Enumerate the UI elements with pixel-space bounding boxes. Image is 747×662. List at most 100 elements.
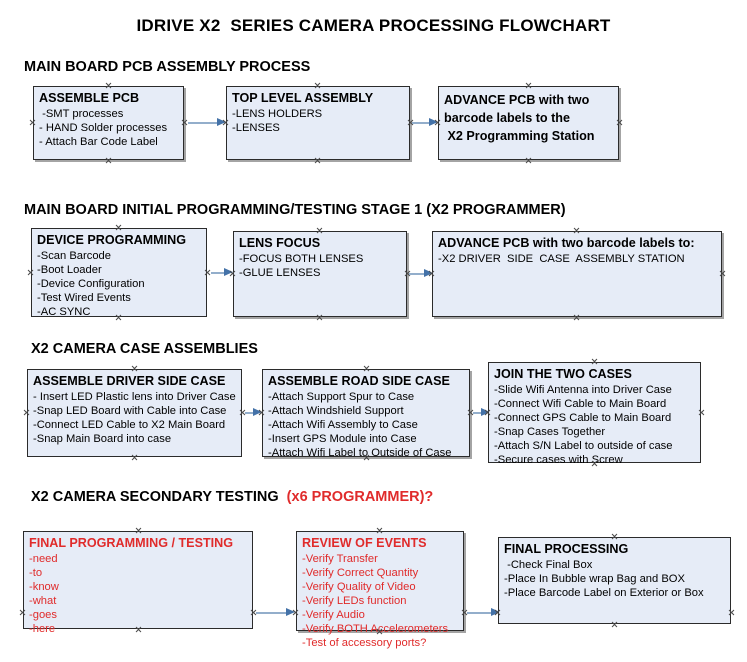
- node-line: -Attach Windshield Support: [268, 405, 404, 417]
- arrow-shaft: [467, 612, 492, 614]
- node-lens-focus[interactable]: LENS FOCUS -FOCUS BOTH LENSES -GLUE LENS…: [233, 231, 407, 317]
- node-line: -Place In Bubble wrap Bag and BOX: [504, 573, 685, 585]
- node-assemble-road-side-case[interactable]: ASSEMBLE ROAD SIDE CASE -Attach Support …: [262, 369, 470, 459]
- node-line: -Verify Transfer: [302, 553, 378, 565]
- node-line: -Snap Main Board into case: [33, 433, 172, 445]
- node-line: -LENSES: [232, 122, 280, 134]
- section-heading-accent: (x6 PROGRAMMER)?: [286, 489, 434, 505]
- node-line: -to: [29, 567, 43, 579]
- node-title: TOP LEVEL ASSEMBLY: [232, 91, 374, 105]
- node-final-processing[interactable]: FINAL PROCESSING -Check Final Box -Place…: [498, 537, 731, 624]
- node-title: ASSEMBLE DRIVER SIDE CASE: [33, 374, 226, 388]
- arrow-head: [429, 118, 438, 126]
- node-line: - Insert LED Plastic lens into Driver Ca…: [33, 391, 236, 403]
- node-advance-pcb-driver-side-station[interactable]: ADVANCE PCB with two barcode labels to: …: [432, 231, 722, 317]
- node-final-programming-testing[interactable]: FINAL PROGRAMMING / TESTING -need -to -k…: [23, 531, 253, 635]
- node-line: barcode labels to the: [444, 111, 570, 125]
- node-line: X2 Programming Station: [444, 129, 595, 143]
- node-line: -Attach Support Spur to Case: [268, 391, 415, 403]
- node-line: -FOCUS BOTH LENSES: [239, 253, 364, 265]
- arrow-head: [286, 608, 295, 616]
- arrow-head: [253, 408, 262, 416]
- node-line: -Connect Wifi Cable to Main Board: [494, 398, 667, 410]
- node-line: -Check Final Box: [504, 559, 593, 571]
- arrow-device-programming-to-lens-focus: [211, 268, 233, 277]
- section-heading-text: X2 CAMERA SECONDARY TESTING: [31, 489, 287, 505]
- section-heading-secondary-testing: X2 CAMERA SECONDARY TESTING (x6 PROGRAMM…: [31, 489, 433, 505]
- node-review-of-events[interactable]: REVIEW OF EVENTS -Verify Transfer -Verif…: [296, 531, 464, 649]
- node-line: -Device Configuration: [37, 278, 145, 290]
- node-line: -know: [29, 581, 59, 593]
- node-line: -here: [29, 623, 56, 635]
- node-line: -what: [29, 595, 57, 607]
- arrow-head: [217, 118, 226, 126]
- node-line: -Connect GPS Cable to Main Board: [494, 412, 672, 424]
- node-title: LENS FOCUS: [239, 236, 321, 250]
- node-line: -Place Barcode Label on Exterior or Box: [504, 587, 704, 599]
- page-title: IDRIVE X2 SERIES CAMERA PROCESSING FLOWC…: [136, 16, 611, 35]
- node-line: -Verify Audio: [302, 609, 365, 621]
- arrow-shaft: [188, 122, 218, 124]
- section-heading-main-board-pcb: MAIN BOARD PCB ASSEMBLY PROCESS: [24, 59, 311, 75]
- arrow-driver-case-to-road-case: [245, 408, 262, 417]
- node-title: ASSEMBLE ROAD SIDE CASE: [268, 374, 450, 388]
- node-join-the-two-cases[interactable]: JOIN THE TWO CASES -Slide Wifi Antenna i…: [488, 362, 701, 466]
- arrow-head: [424, 269, 433, 277]
- arrow-final-programming-to-review: [256, 608, 295, 617]
- arrow-road-case-to-join-cases: [473, 408, 490, 417]
- arrow-shaft: [473, 412, 482, 414]
- node-line: -GLUE LENSES: [239, 267, 321, 279]
- node-line: -Secure cases with Screw: [494, 454, 623, 466]
- node-assemble-pcb[interactable]: ASSEMBLE PCB -SMT processes - HAND Solde…: [33, 86, 184, 160]
- node-line: -Verify BOTH Accelerometers: [302, 623, 449, 635]
- node-title: ASSEMBLE PCB: [39, 91, 140, 105]
- node-line: -Verify Quality of Video: [302, 581, 416, 593]
- node-line: -need: [29, 553, 58, 565]
- node-line: -Attach Wifi Label to Outside of Case: [268, 447, 452, 459]
- node-line: - HAND Solder processes: [39, 122, 168, 134]
- node-line: ADVANCE PCB with two: [444, 93, 590, 107]
- arrow-head: [491, 608, 500, 616]
- section-heading-initial-programming: MAIN BOARD INITIAL PROGRAMMING/TESTING S…: [24, 202, 566, 218]
- node-advance-pcb-programming-station[interactable]: ADVANCE PCB with two barcode labels to t…: [438, 86, 619, 160]
- node-line: -Snap LED Board with Cable into Case: [33, 405, 227, 417]
- node-line: -LENS HOLDERS: [232, 108, 323, 120]
- node-title: DEVICE PROGRAMMING: [37, 233, 187, 247]
- arrow-head: [224, 268, 233, 276]
- arrow-shaft: [412, 122, 430, 124]
- arrow-shaft: [211, 272, 225, 274]
- node-line: -Boot Loader: [37, 264, 102, 276]
- node-line: -Connect LED Cable to X2 Main Board: [33, 419, 226, 431]
- arrow-review-to-final-processing: [467, 608, 500, 617]
- arrow-shaft: [256, 612, 287, 614]
- node-line: -Scan Barcode: [37, 250, 112, 262]
- node-line: -Verify Correct Quantity: [302, 567, 419, 579]
- node-line: -Test Wired Events: [37, 292, 131, 304]
- node-device-programming[interactable]: DEVICE PROGRAMMING -Scan Barcode -Boot L…: [31, 228, 207, 318]
- node-line: -Attach S/N Label to outside of case: [494, 440, 673, 452]
- node-line: -SMT processes: [39, 108, 124, 120]
- node-line: -Attach Wifi Assembly to Case: [268, 419, 418, 431]
- node-overflow-line: -Test of accessory ports?: [302, 637, 427, 649]
- node-top-level-assembly[interactable]: TOP LEVEL ASSEMBLY -LENS HOLDERS -LENSES: [226, 86, 410, 160]
- node-line: -AC SYNC: [37, 306, 91, 318]
- node-title: FINAL PROGRAMMING / TESTING: [29, 536, 234, 550]
- node-line: -X2 DRIVER SIDE CASE ASSEMBLY STATION: [438, 253, 685, 265]
- node-line: - Attach Bar Code Label: [39, 136, 158, 148]
- node-title: JOIN THE TWO CASES: [494, 367, 632, 381]
- node-title: FINAL PROCESSING: [504, 542, 629, 556]
- arrow-assemble-pcb-to-top-level: [188, 118, 226, 127]
- node-line: -Insert GPS Module into Case: [268, 433, 417, 445]
- arrow-shaft: [409, 273, 425, 275]
- arrow-top-level-to-advance-pcb: [412, 118, 438, 127]
- node-title: ADVANCE PCB with two barcode labels to:: [438, 236, 695, 250]
- arrow-head: [481, 408, 490, 416]
- arrow-shaft: [245, 412, 254, 414]
- node-line: -goes: [29, 609, 57, 621]
- node-line: -Snap Cases Together: [494, 426, 606, 438]
- node-line: -Verify LEDs function: [302, 595, 407, 607]
- node-assemble-driver-side-case[interactable]: ASSEMBLE DRIVER SIDE CASE - Insert LED P…: [27, 369, 242, 457]
- node-line: -Slide Wifi Antenna into Driver Case: [494, 384, 672, 396]
- arrow-lens-focus-to-advance-pcb: [409, 269, 433, 278]
